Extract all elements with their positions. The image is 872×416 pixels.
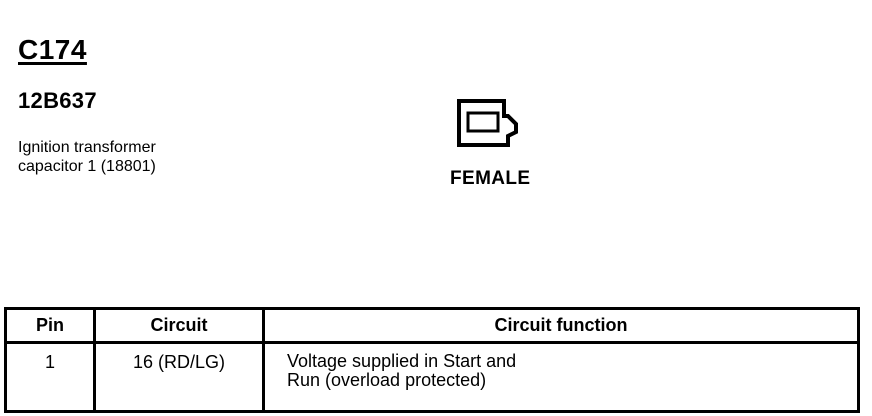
description-line-2: capacitor 1 (18801): [18, 158, 156, 175]
table-row: 1 16 (RD/LG) Voltage supplied in Start a…: [4, 342, 860, 412]
header-circuit: Circuit: [93, 308, 265, 344]
cell-circuit-function: Voltage supplied in Start and Run (overl…: [262, 342, 860, 412]
gender-label: FEMALE: [450, 168, 531, 189]
function-line-1: Voltage supplied in Start and: [287, 351, 517, 371]
function-line-2: Run (overload protected): [287, 370, 487, 390]
connector-face-icon: [457, 99, 518, 147]
header-pin: Pin: [4, 308, 96, 344]
part-number: 12B637: [18, 88, 97, 113]
connector-description: Ignition transformer capacitor 1 (18801): [18, 138, 156, 176]
description-line-1: Ignition transformer: [18, 139, 156, 156]
cell-circuit: 16 (RD/LG): [93, 342, 265, 412]
connector-id: C174: [18, 34, 87, 65]
table-header-row: Pin Circuit Circuit function: [4, 308, 860, 344]
pin-table: Pin Circuit Circuit function 1 16 (RD/LG…: [4, 307, 860, 413]
header-circuit-function: Circuit function: [262, 308, 860, 344]
cell-pin: 1: [4, 342, 96, 412]
